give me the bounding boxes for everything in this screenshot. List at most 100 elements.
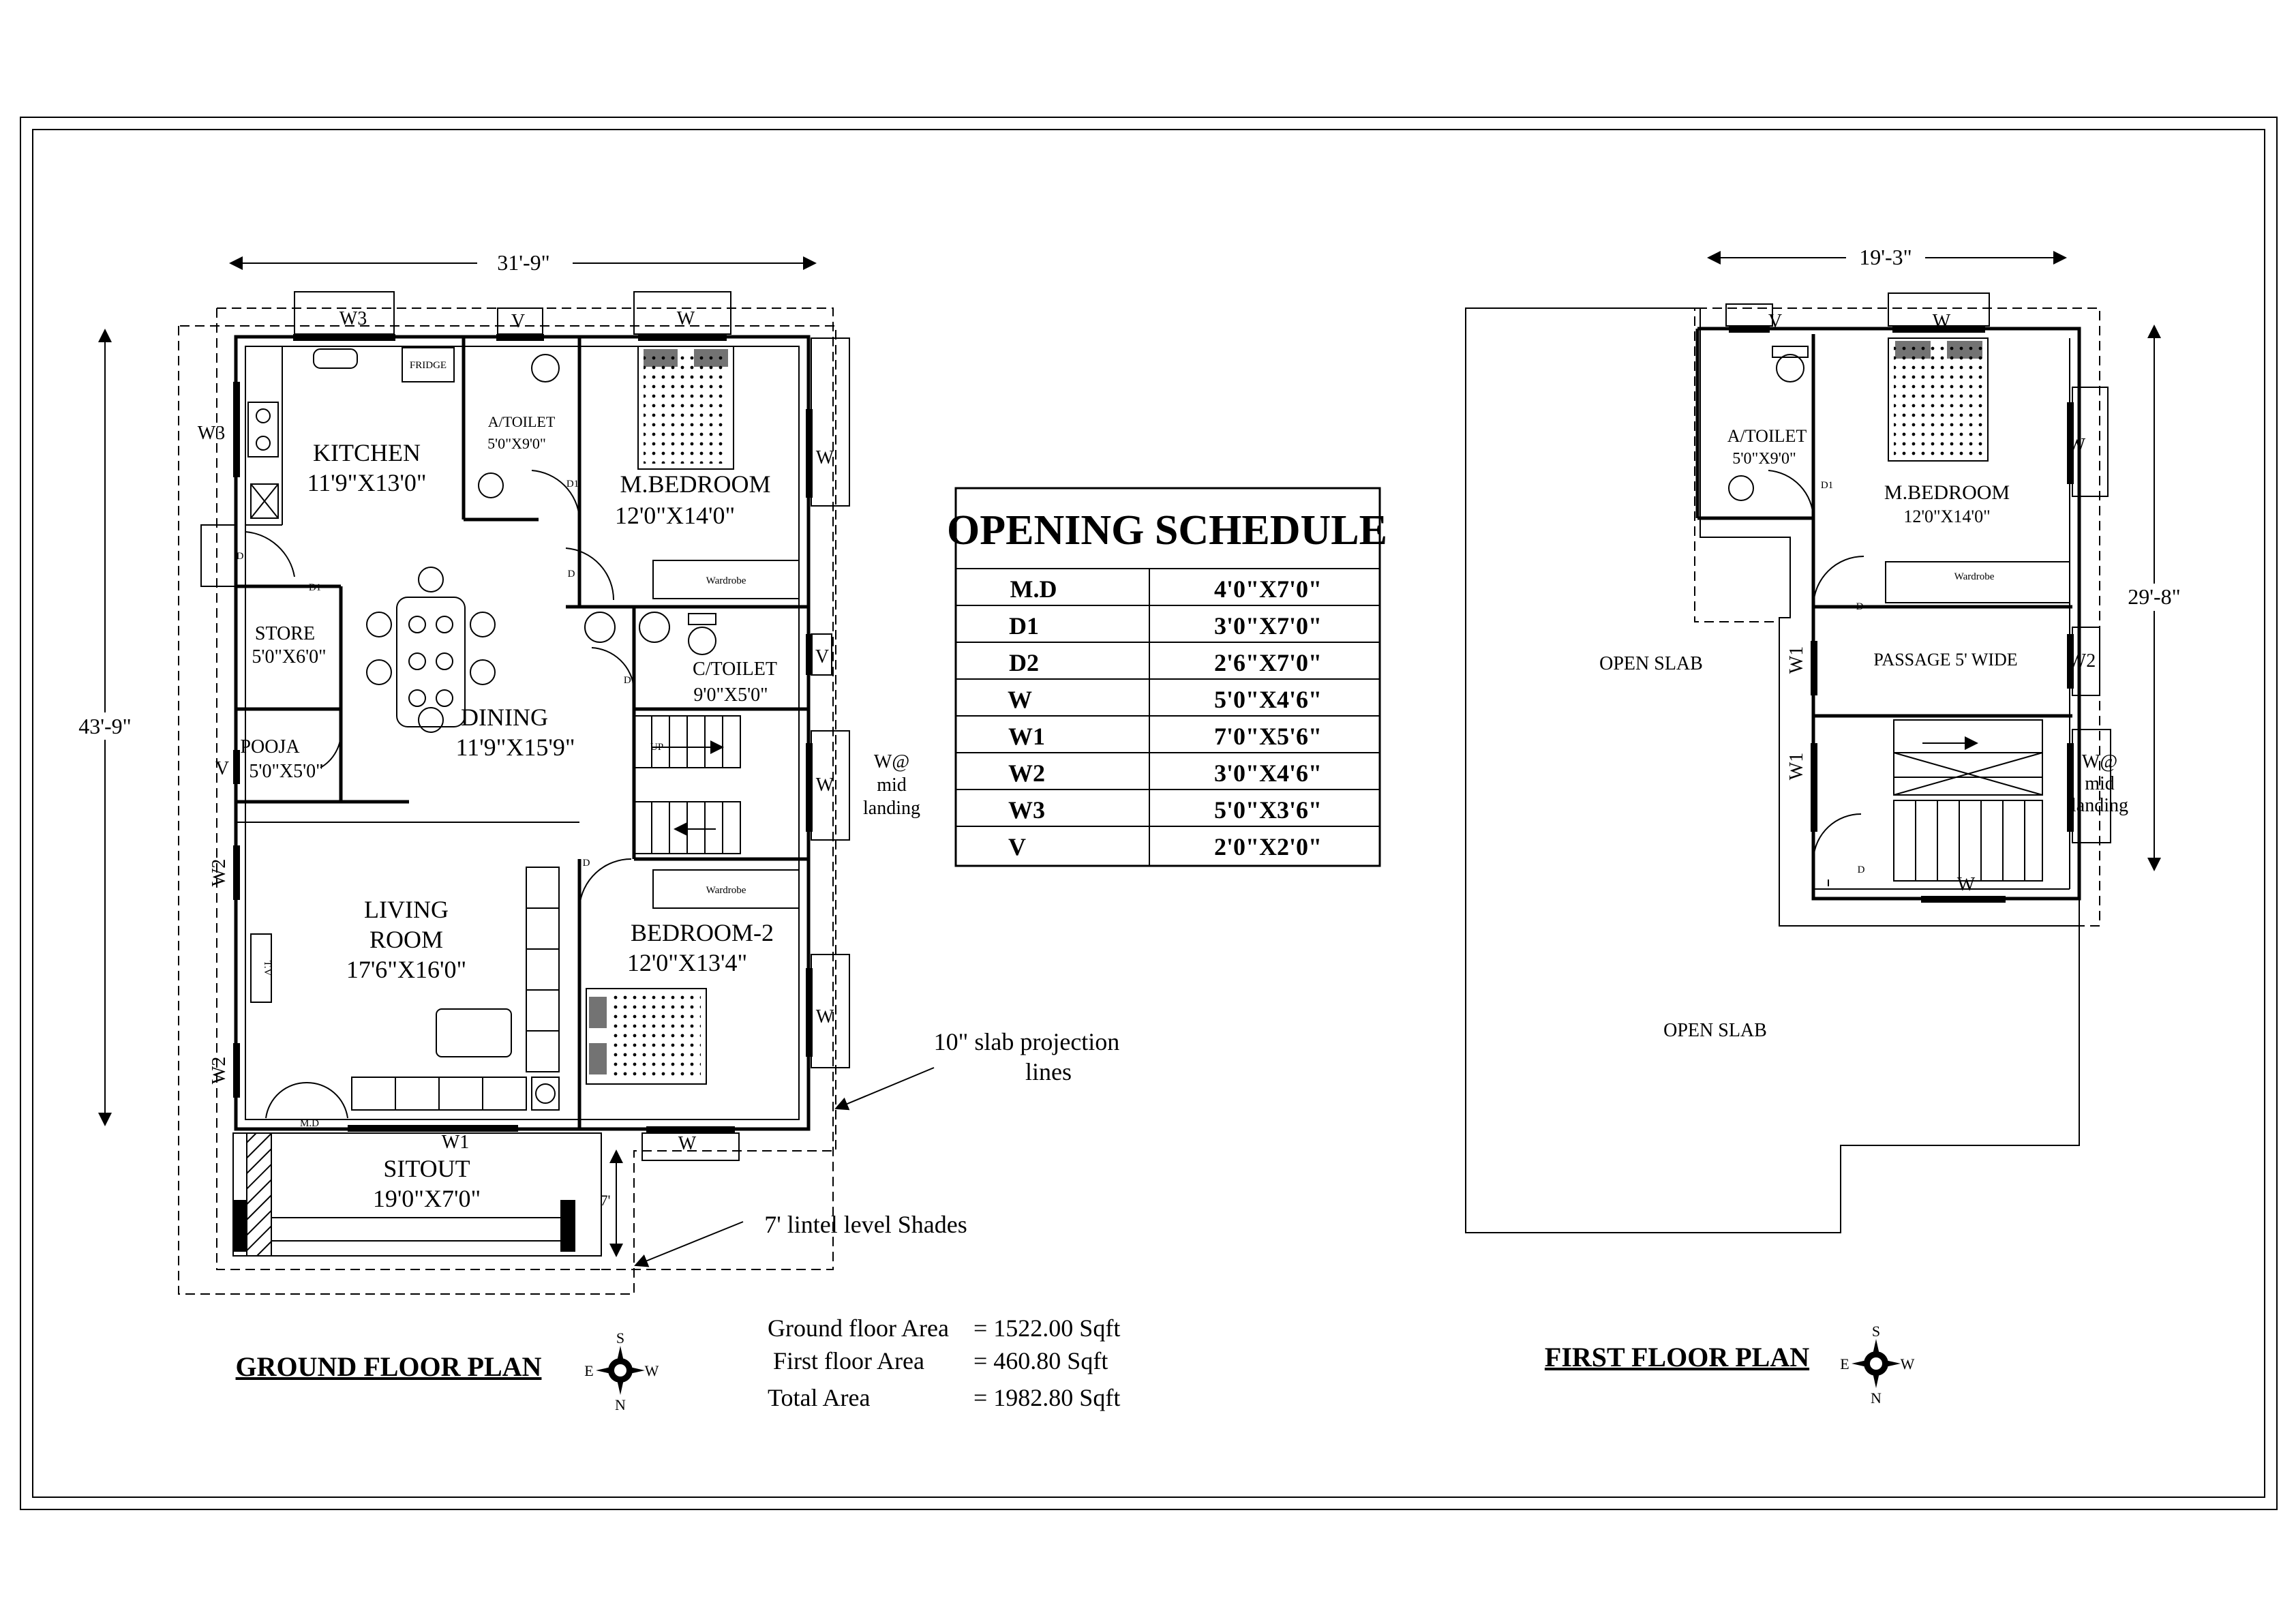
total-area-value: = 1982.80 Sqft bbox=[973, 1384, 1120, 1411]
first-floor-title: FIRST FLOOR PLAN bbox=[1545, 1342, 1809, 1372]
sched-size-d1: 3'0"X7'0" bbox=[1214, 612, 1322, 640]
ff-wardrobe-label: Wardrobe bbox=[1954, 571, 1995, 582]
pooja-label: POOJA bbox=[240, 736, 300, 757]
compass-s: S bbox=[616, 1329, 624, 1347]
sitout-brick-wall bbox=[246, 1132, 272, 1257]
ff-basin bbox=[1728, 475, 1754, 501]
dining-label: DINING bbox=[461, 704, 548, 731]
sched-size-w3: 5'0"X3'6" bbox=[1214, 796, 1322, 824]
sched-size-w2: 3'0"X4'6" bbox=[1214, 760, 1322, 787]
vent-v-pooja bbox=[233, 750, 240, 784]
store-label: STORE bbox=[255, 623, 315, 644]
tag-md: M.D bbox=[300, 1118, 319, 1129]
sched-size-w1: 7'0"X5'6" bbox=[1214, 723, 1322, 750]
tag-v-pooja: V bbox=[215, 758, 229, 779]
atoilet-door bbox=[531, 470, 580, 519]
schedule-table bbox=[954, 487, 1381, 867]
tag-w-mbed: W bbox=[816, 447, 834, 468]
sched-code-d2: D2 bbox=[1009, 649, 1039, 676]
stair-up-label: UP bbox=[650, 742, 663, 753]
window-w-bed2-bottom bbox=[646, 1126, 735, 1133]
tag-v-top: V bbox=[511, 311, 525, 332]
tv-unit bbox=[250, 933, 272, 1003]
living-label-2: ROOM bbox=[369, 926, 443, 953]
wardrobe-label-1: Wardrobe bbox=[706, 575, 746, 586]
window-w-top bbox=[638, 334, 727, 341]
ff-atoilet-label: A/TOILET bbox=[1727, 426, 1807, 446]
note-lintel-shades: 7' lintel level Shades bbox=[764, 1211, 967, 1238]
sched-code-w3: W3 bbox=[1008, 796, 1045, 824]
ground-area-value: = 1522.00 Sqft bbox=[973, 1314, 1120, 1342]
hob bbox=[247, 402, 279, 457]
ground-floor-title: GROUND FLOOR PLAN bbox=[236, 1351, 542, 1382]
tag-w1-sitout: W1 bbox=[442, 1132, 469, 1153]
w-mid-landing-3: landing bbox=[863, 798, 920, 819]
sink bbox=[250, 483, 279, 519]
ff-passage-label: PASSAGE 5' WIDE bbox=[1873, 650, 2017, 670]
window-w1-sitout bbox=[348, 1125, 518, 1132]
ff-mbed-label: M.BEDROOM bbox=[1884, 481, 2010, 504]
ground-floor-plan: 31'-9" 43'-9" bbox=[68, 250, 1119, 1382]
window-w3-top bbox=[293, 334, 395, 341]
wardrobe-label-2: Wardrobe bbox=[706, 885, 746, 896]
window-w3-left bbox=[233, 382, 240, 477]
sheet-border-outer bbox=[20, 117, 2278, 1510]
ff-w-mid-2: mid bbox=[2085, 773, 2115, 794]
tag-w3-left: W3 bbox=[198, 423, 225, 444]
compass-ff-s: S bbox=[1872, 1323, 1880, 1340]
ctoilet-label: C/TOILET bbox=[693, 659, 777, 680]
note-slab-projection-1: 10" slab projection bbox=[934, 1028, 1120, 1055]
living-label-1: LIVING bbox=[364, 896, 449, 923]
vent-v-ctoilet bbox=[806, 634, 813, 675]
fridge-label: FRIDGE bbox=[410, 360, 447, 371]
tag-v-ctoilet: V bbox=[815, 646, 829, 667]
pooja-size: 5'0"X5'0" bbox=[249, 761, 323, 782]
tag-d1-atoilet: D1 bbox=[567, 479, 579, 490]
tag-d-mbed: D bbox=[568, 569, 575, 580]
compass-ff-w: W bbox=[1901, 1355, 1915, 1372]
ff-atoilet-size: 5'0"X9'0" bbox=[1732, 450, 1796, 468]
compass-n: N bbox=[615, 1396, 626, 1413]
first-area-label: First floor Area bbox=[773, 1347, 924, 1374]
ff-tag-d-2: D bbox=[1858, 864, 1865, 875]
sitout-size: 19'0"X7'0" bbox=[373, 1185, 481, 1212]
coffee-table bbox=[436, 1008, 512, 1057]
ground-area-label: Ground floor Area bbox=[768, 1314, 949, 1342]
ff-width-dim: 19'-3" bbox=[1859, 245, 1912, 269]
bed2-label: BEDROOM-2 bbox=[631, 919, 774, 946]
tv-label: T.V bbox=[262, 961, 273, 976]
tag-w-bed2: W bbox=[816, 1006, 834, 1027]
schedule-title: OPENING SCHEDULE bbox=[947, 507, 1387, 554]
ff-tag-v: V bbox=[1768, 311, 1782, 332]
tag-w-bed2-bottom: W bbox=[678, 1133, 697, 1154]
dining-size: 11'9"X15'9" bbox=[455, 734, 575, 761]
store-size: 5'0"X6'0" bbox=[252, 646, 326, 667]
wc-atoilet bbox=[531, 354, 560, 382]
compass-first: S E W N bbox=[1840, 1323, 1914, 1407]
sched-size-w: 5'0"X4'6" bbox=[1214, 686, 1322, 713]
sitout-label: SITOUT bbox=[383, 1155, 470, 1182]
ff-w-mid-1: W@ bbox=[2082, 751, 2117, 772]
bed2-bed bbox=[586, 988, 707, 1085]
fridge-box bbox=[402, 347, 455, 382]
window-w-bed2 bbox=[806, 968, 813, 1057]
ff-tag-w1-upper: W1 bbox=[1786, 646, 1807, 674]
kitchen-sink bbox=[313, 348, 358, 369]
window-w-mid-landing bbox=[806, 743, 813, 832]
ff-wc bbox=[1776, 354, 1804, 382]
wc-ctoilet bbox=[688, 627, 716, 655]
window-w2-lower bbox=[233, 1043, 240, 1098]
area-summary: Ground floor Area = 1522.00 Sqft First f… bbox=[768, 1314, 1120, 1411]
sitout-height-dim: 7' bbox=[601, 1192, 611, 1209]
ff-tag-w-bottom: W bbox=[1957, 874, 1976, 895]
sitout-area bbox=[232, 1132, 602, 1257]
sched-size-md: 4'0"X7'0" bbox=[1214, 575, 1322, 603]
bed2-door bbox=[579, 858, 632, 907]
sched-code-d1: D1 bbox=[1009, 612, 1039, 640]
tag-w3-top: W3 bbox=[339, 308, 367, 329]
ff-tag-w-right: W bbox=[2068, 435, 2086, 456]
compass-ff-n: N bbox=[1871, 1389, 1882, 1407]
sched-code-v: V bbox=[1008, 833, 1026, 860]
sched-code-w2: W2 bbox=[1008, 760, 1045, 787]
ff-staircase bbox=[1893, 719, 2043, 796]
